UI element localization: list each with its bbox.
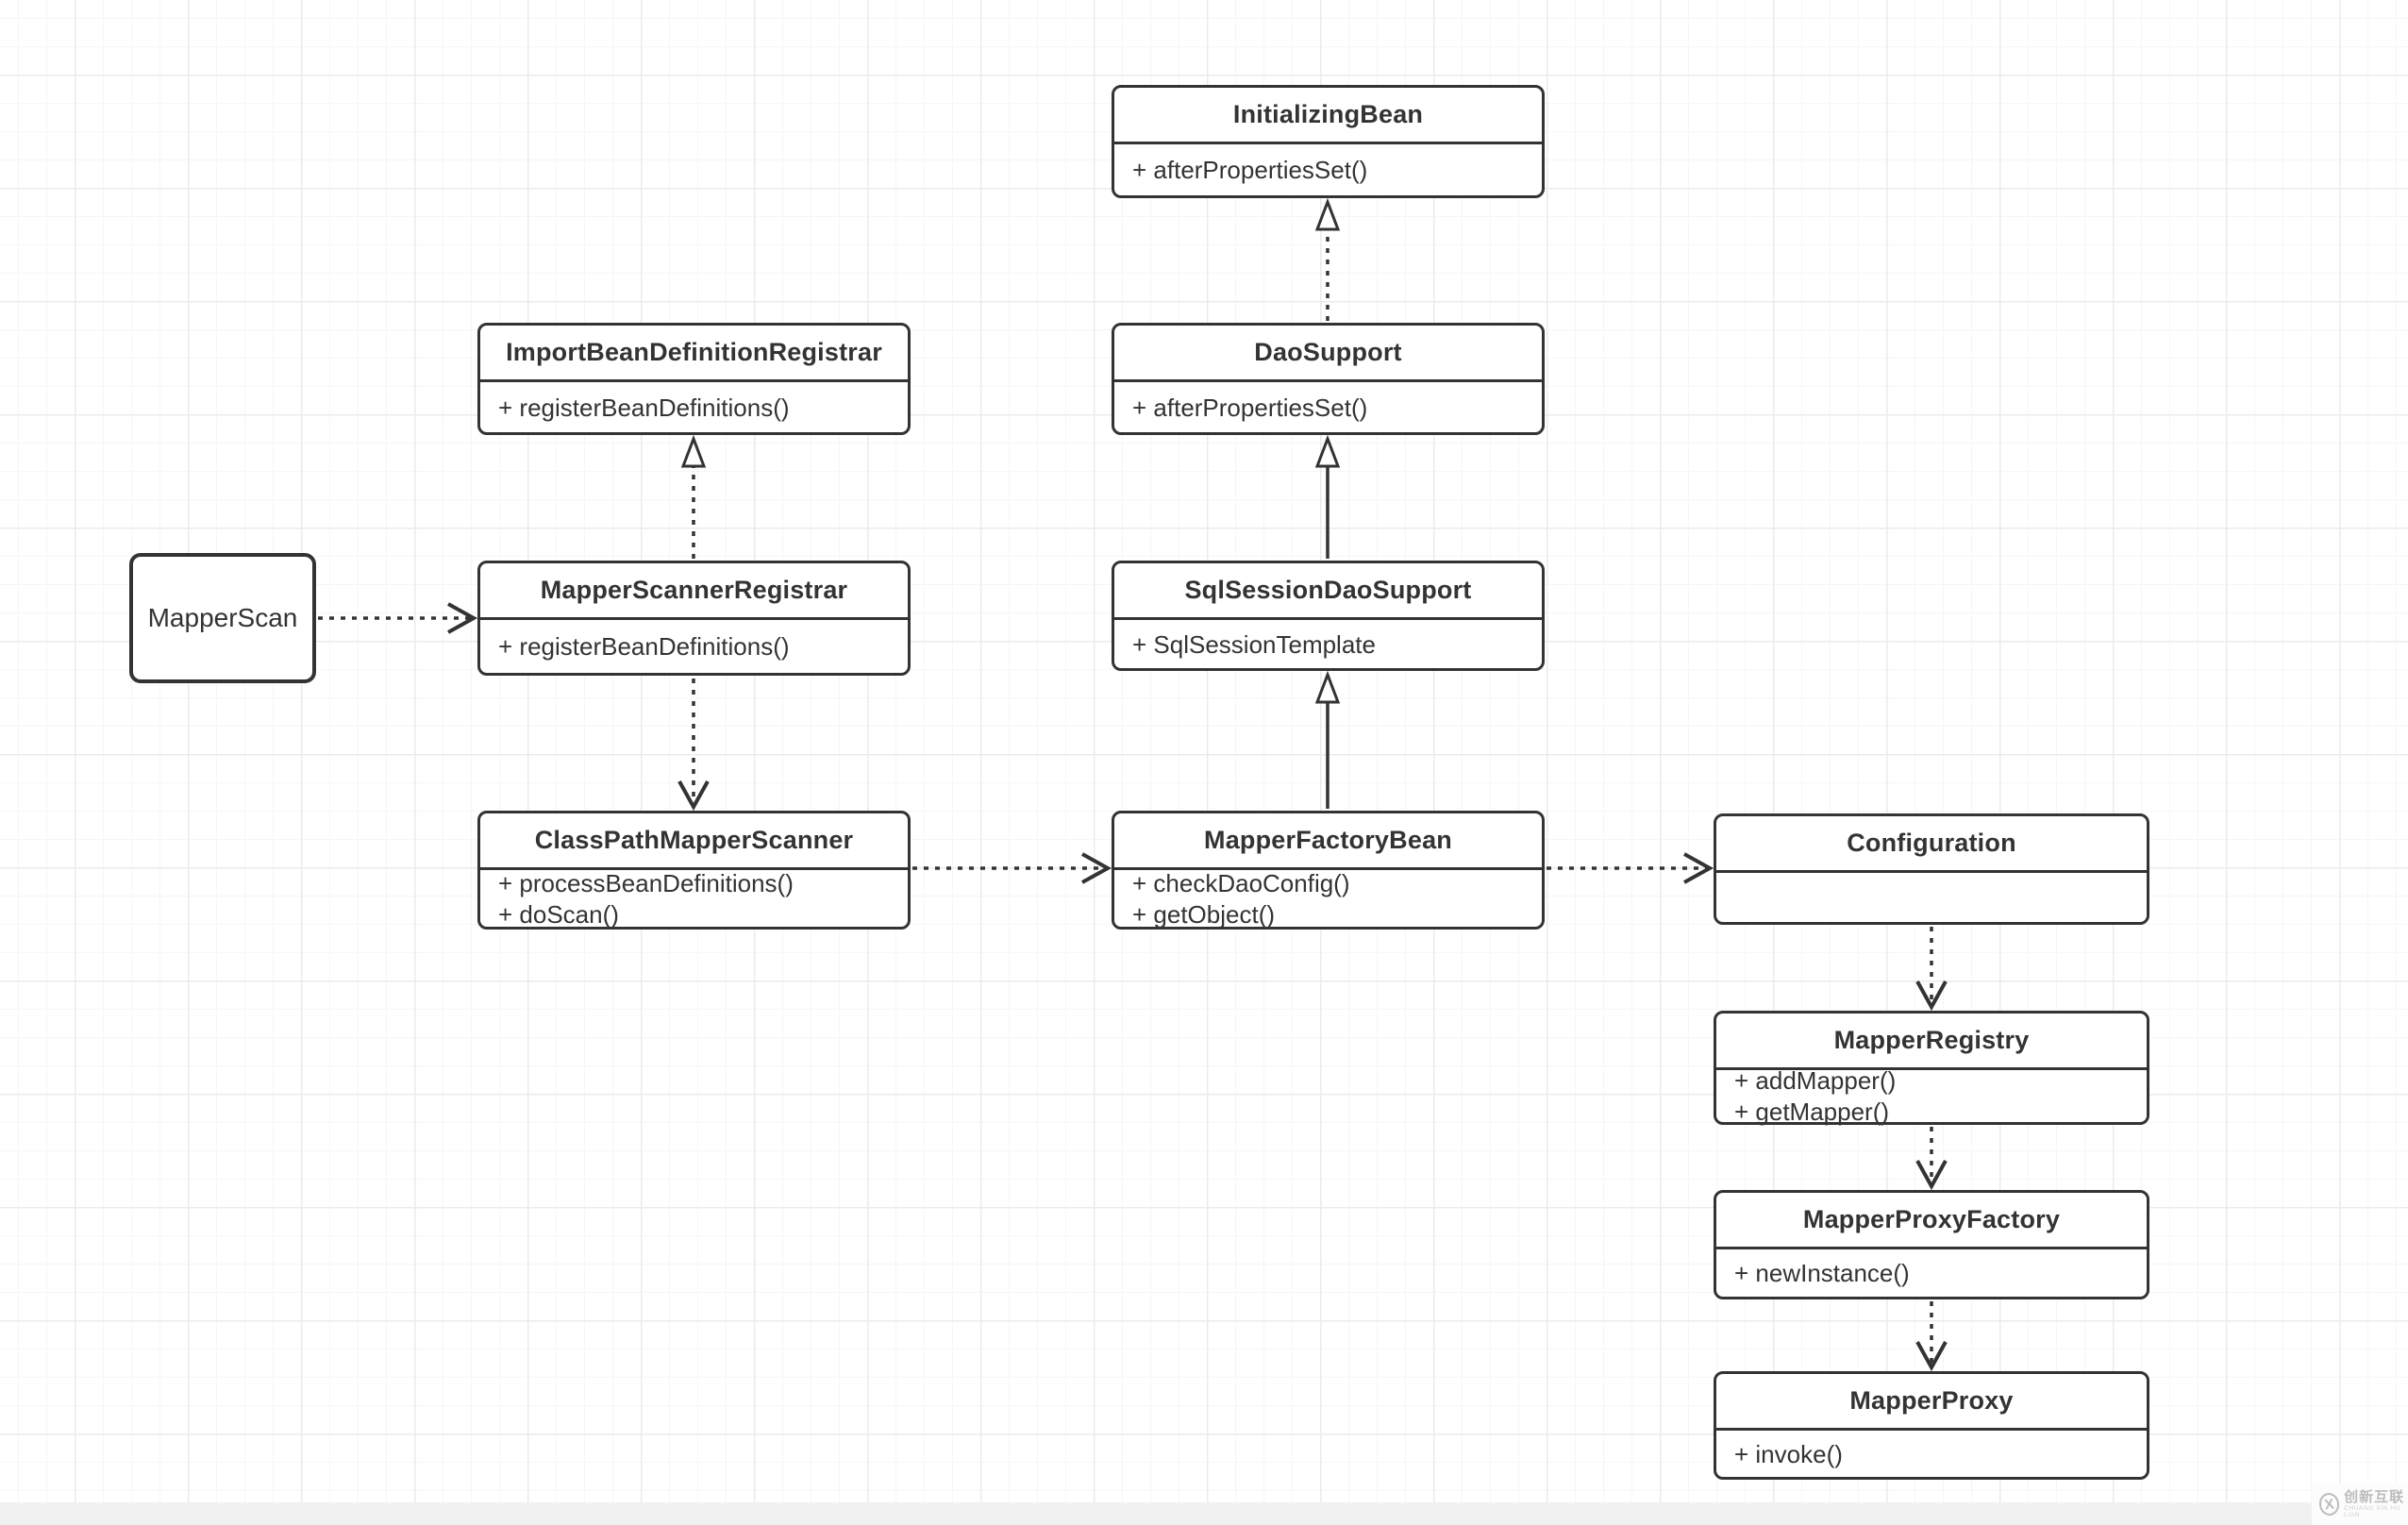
class-method: + doScan() — [498, 899, 619, 929]
class-title: MapperFactoryBean — [1114, 813, 1542, 870]
class-method: + afterPropertiesSet() — [1132, 156, 1368, 184]
class-method: + getObject() — [1132, 899, 1276, 929]
class-mapper-scanner-registrar[interactable]: MapperScannerRegistrar + registerBeanDef… — [477, 561, 911, 676]
class-dao-support[interactable]: DaoSupport + afterPropertiesSet() — [1112, 323, 1545, 435]
watermark-brand: 创新互联 — [2344, 1489, 2405, 1505]
class-title: MapperScannerRegistrar — [480, 563, 908, 620]
class-method: + newInstance() — [1734, 1259, 1910, 1287]
class-mapper-proxy-factory[interactable]: MapperProxyFactory + newInstance() — [1714, 1190, 2149, 1299]
node-mapper-scan[interactable]: MapperScan — [129, 553, 316, 683]
class-title: InitializingBean — [1114, 88, 1542, 144]
class-title: SqlSessionDaoSupport — [1114, 563, 1542, 620]
class-method: + registerBeanDefinitions() — [498, 632, 790, 661]
class-mapper-factory-bean[interactable]: MapperFactoryBean + checkDaoConfig() + g… — [1112, 811, 1545, 930]
class-method: + processBeanDefinitions() — [498, 868, 794, 897]
class-title: Configuration — [1716, 816, 2147, 873]
class-title: DaoSupport — [1114, 326, 1542, 382]
class-method: + SqlSessionTemplate — [1132, 629, 1376, 659]
class-title: MapperProxyFactory — [1716, 1193, 2147, 1249]
class-title: MapperProxy — [1716, 1374, 2147, 1431]
class-sqlsession-dao-support[interactable]: SqlSessionDaoSupport + SqlSessionTemplat… — [1112, 561, 1545, 671]
footer-strip — [0, 1502, 2408, 1525]
class-method: + checkDaoConfig() — [1132, 868, 1350, 897]
class-title: ClassPathMapperScanner — [480, 813, 908, 870]
watermark-subtitle: CHUANG XIN HU LIAN — [2344, 1505, 2400, 1518]
empty-members-section — [1716, 873, 2147, 922]
class-configuration[interactable]: Configuration — [1714, 813, 2149, 925]
class-mapper-registry[interactable]: MapperRegistry + addMapper() + getMapper… — [1714, 1011, 2149, 1126]
class-method: + addMapper() — [1734, 1066, 1897, 1095]
class-method: + invoke() — [1734, 1439, 1843, 1468]
class-method: + getMapper() — [1734, 1098, 1890, 1126]
circle-x-icon: X — [2317, 1491, 2341, 1517]
node-label: MapperScan — [147, 603, 298, 632]
class-mapper-proxy[interactable]: MapperProxy + invoke() — [1714, 1371, 2149, 1480]
class-classpath-mapper-scanner[interactable]: ClassPathMapperScanner + processBeanDefi… — [477, 811, 911, 930]
class-import-bean-definition-registrar[interactable]: ImportBeanDefinitionRegistrar + register… — [477, 323, 911, 435]
class-method: + afterPropertiesSet() — [1132, 393, 1368, 422]
watermark-badge: X 创新互联 CHUANG XIN HU LIAN — [2312, 1483, 2408, 1525]
class-title: ImportBeanDefinitionRegistrar — [480, 326, 908, 382]
class-initializing-bean[interactable]: InitializingBean + afterPropertiesSet() — [1112, 85, 1545, 198]
class-method: + registerBeanDefinitions() — [498, 393, 790, 422]
class-title: MapperRegistry — [1716, 1014, 2147, 1070]
